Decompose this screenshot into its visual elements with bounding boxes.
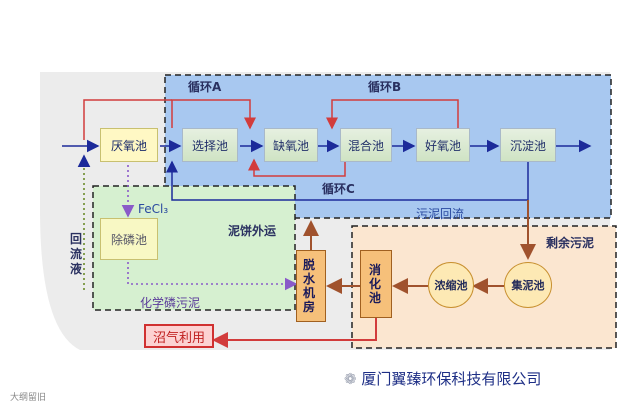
mixing-tank: 混合池 xyxy=(340,128,392,162)
loop-a-label: 循环A xyxy=(188,80,222,94)
anaerobic-tank: 厌氧池 xyxy=(100,128,158,162)
dewatering-room: 脱水机房 xyxy=(296,250,326,322)
thickening-tank: 浓缩池 xyxy=(428,262,474,308)
phosphorus-removal-tank: 除磷池 xyxy=(100,218,158,260)
cake-transport-label: 泥饼外运 xyxy=(228,224,277,238)
sludge-return-line xyxy=(166,160,529,201)
company-name: ❁ 厦门翼臻环保科技有限公司 xyxy=(344,368,541,389)
return-liquid-line xyxy=(83,99,172,140)
sedimentation-tank: 沉淀池 xyxy=(500,128,556,162)
excess-sludge-label: 剩余污泥 xyxy=(546,236,595,250)
aerobic-tank: 好氧池 xyxy=(416,128,470,162)
loop-c-line xyxy=(248,158,346,177)
loop-b-line xyxy=(326,99,459,130)
selection-tank: 选择池 xyxy=(182,128,238,162)
wechat-icon: ❁ xyxy=(344,370,362,388)
watermark: 大纲留旧 xyxy=(10,393,47,403)
anoxic-tank: 缺氧池 xyxy=(264,128,318,162)
fecl3-label: FeCl₃ xyxy=(138,202,169,216)
loop-a-line xyxy=(171,99,256,130)
sludge-return-label: 污泥回流 xyxy=(416,207,465,221)
company-text: 厦门翼臻环保科技有限公司 xyxy=(361,370,542,388)
digestion-tank: 消化池 xyxy=(360,250,392,318)
loop-b-label: 循环B xyxy=(368,80,402,94)
loop-c-label: 循环C xyxy=(322,182,355,196)
biogas-utilization: 沼气利用 xyxy=(144,324,214,348)
return-liquid-label: 回流液 xyxy=(69,232,82,276)
chem-p-sludge-label: 化学磷污泥 xyxy=(140,296,201,310)
sludge-collection-tank: 集泥池 xyxy=(504,262,552,308)
